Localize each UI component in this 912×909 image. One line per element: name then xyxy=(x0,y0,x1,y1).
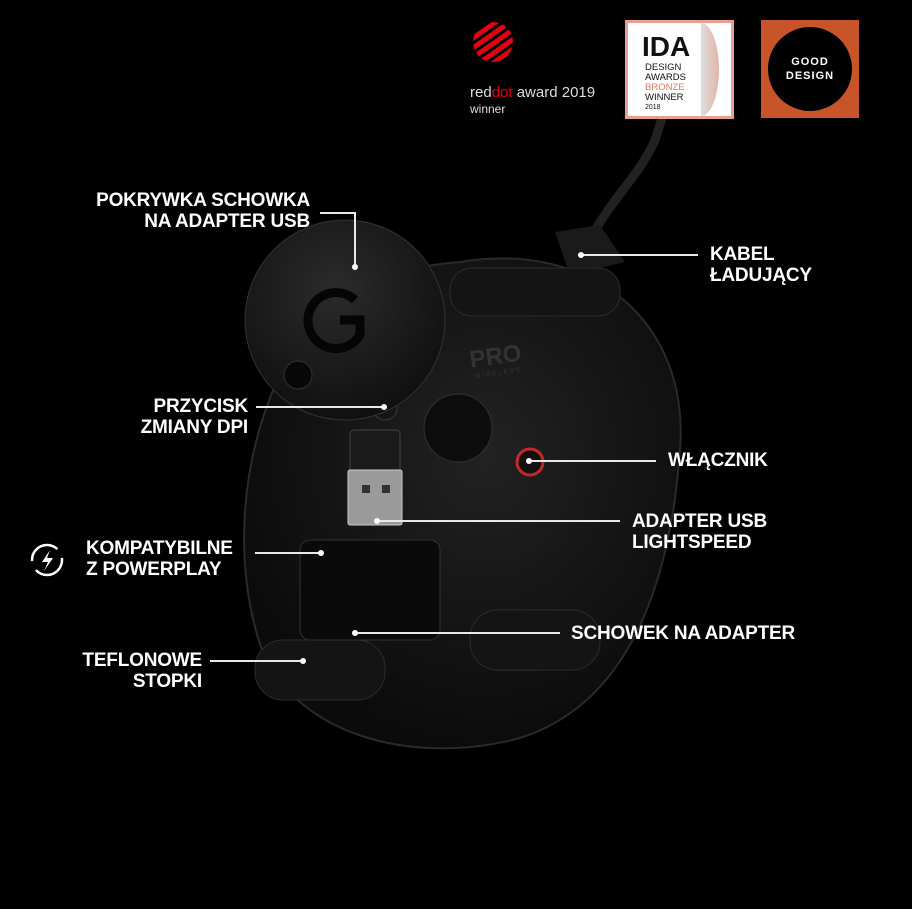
callout-adapter: ADAPTER USB LIGHTSPEED xyxy=(632,511,767,553)
good-design-award: GOOD DESIGN xyxy=(761,20,859,118)
callout-feet: TEFLONOWE STOPKI xyxy=(82,650,202,692)
teflon-foot-right xyxy=(469,609,601,671)
ida-award: IDA DESIGN AWARDS BRONZE WINNER 2018 xyxy=(625,20,734,119)
reddot-suffix: award 2019 xyxy=(512,84,596,101)
teflon-foot-top xyxy=(449,267,621,317)
ida-title: IDA xyxy=(642,31,691,62)
reddot-logo-icon xyxy=(473,22,513,62)
callout-text: ŁADUJĄCY xyxy=(710,265,812,286)
callout-cable: KABEL ŁADUJĄCY xyxy=(710,244,812,286)
teflon-foot-bottom xyxy=(254,639,386,701)
callout-text: POKRYWKA SCHOWKA xyxy=(96,190,310,211)
callout-text: PRZYCISK xyxy=(153,396,249,417)
callout-text: ZMIANY DPI xyxy=(140,417,249,438)
usb-receiver-plug xyxy=(347,469,403,526)
callout-text: NA ADAPTER USB xyxy=(144,211,310,232)
adapter-storage xyxy=(299,539,441,641)
cable-connector xyxy=(555,225,625,275)
ida-line: AWARDS xyxy=(645,72,686,83)
callout-power: WŁĄCZNIK xyxy=(668,450,768,471)
usb-receiver-body xyxy=(349,429,401,476)
callout-text: Z POWERPLAY xyxy=(86,559,222,580)
callout-storage: SCHOWEK NA ADAPTER xyxy=(571,623,796,644)
ida-tier: BRONZE xyxy=(645,82,685,93)
callout-text: KOMPATYBILNE xyxy=(86,538,233,559)
sensor xyxy=(423,393,493,463)
g-logo-icon xyxy=(303,288,365,354)
callout-text: KABEL xyxy=(710,244,775,265)
callout-dpi: PRZYCISK ZMIANY DPI xyxy=(140,396,249,438)
callout-powerplay: KOMPATYBILNE Z POWERPLAY xyxy=(86,538,233,580)
ida-year: 2018 xyxy=(645,104,661,111)
callout-text: STOPKI xyxy=(132,671,202,692)
good-design-line: DESIGN xyxy=(785,70,835,82)
ida-result: WINNER xyxy=(645,92,684,103)
reddot-award: reddot award 2019 winner xyxy=(470,22,610,117)
powerplay-icon xyxy=(30,543,64,577)
reddot-winner: winner xyxy=(470,102,506,116)
callout-text: LIGHTSPEED xyxy=(632,532,752,553)
ida-line: DESIGN xyxy=(645,62,682,73)
good-design-line: GOOD xyxy=(791,56,829,68)
callout-text: ADAPTER USB xyxy=(632,511,768,532)
reddot-text: red xyxy=(470,84,492,101)
cable xyxy=(585,98,673,243)
reddot-highlight: dot xyxy=(491,84,513,101)
callout-cover: POKRYWKA SCHOWKA NA ADAPTER USB xyxy=(96,190,310,232)
callout-text: TEFLONOWE xyxy=(82,650,202,671)
